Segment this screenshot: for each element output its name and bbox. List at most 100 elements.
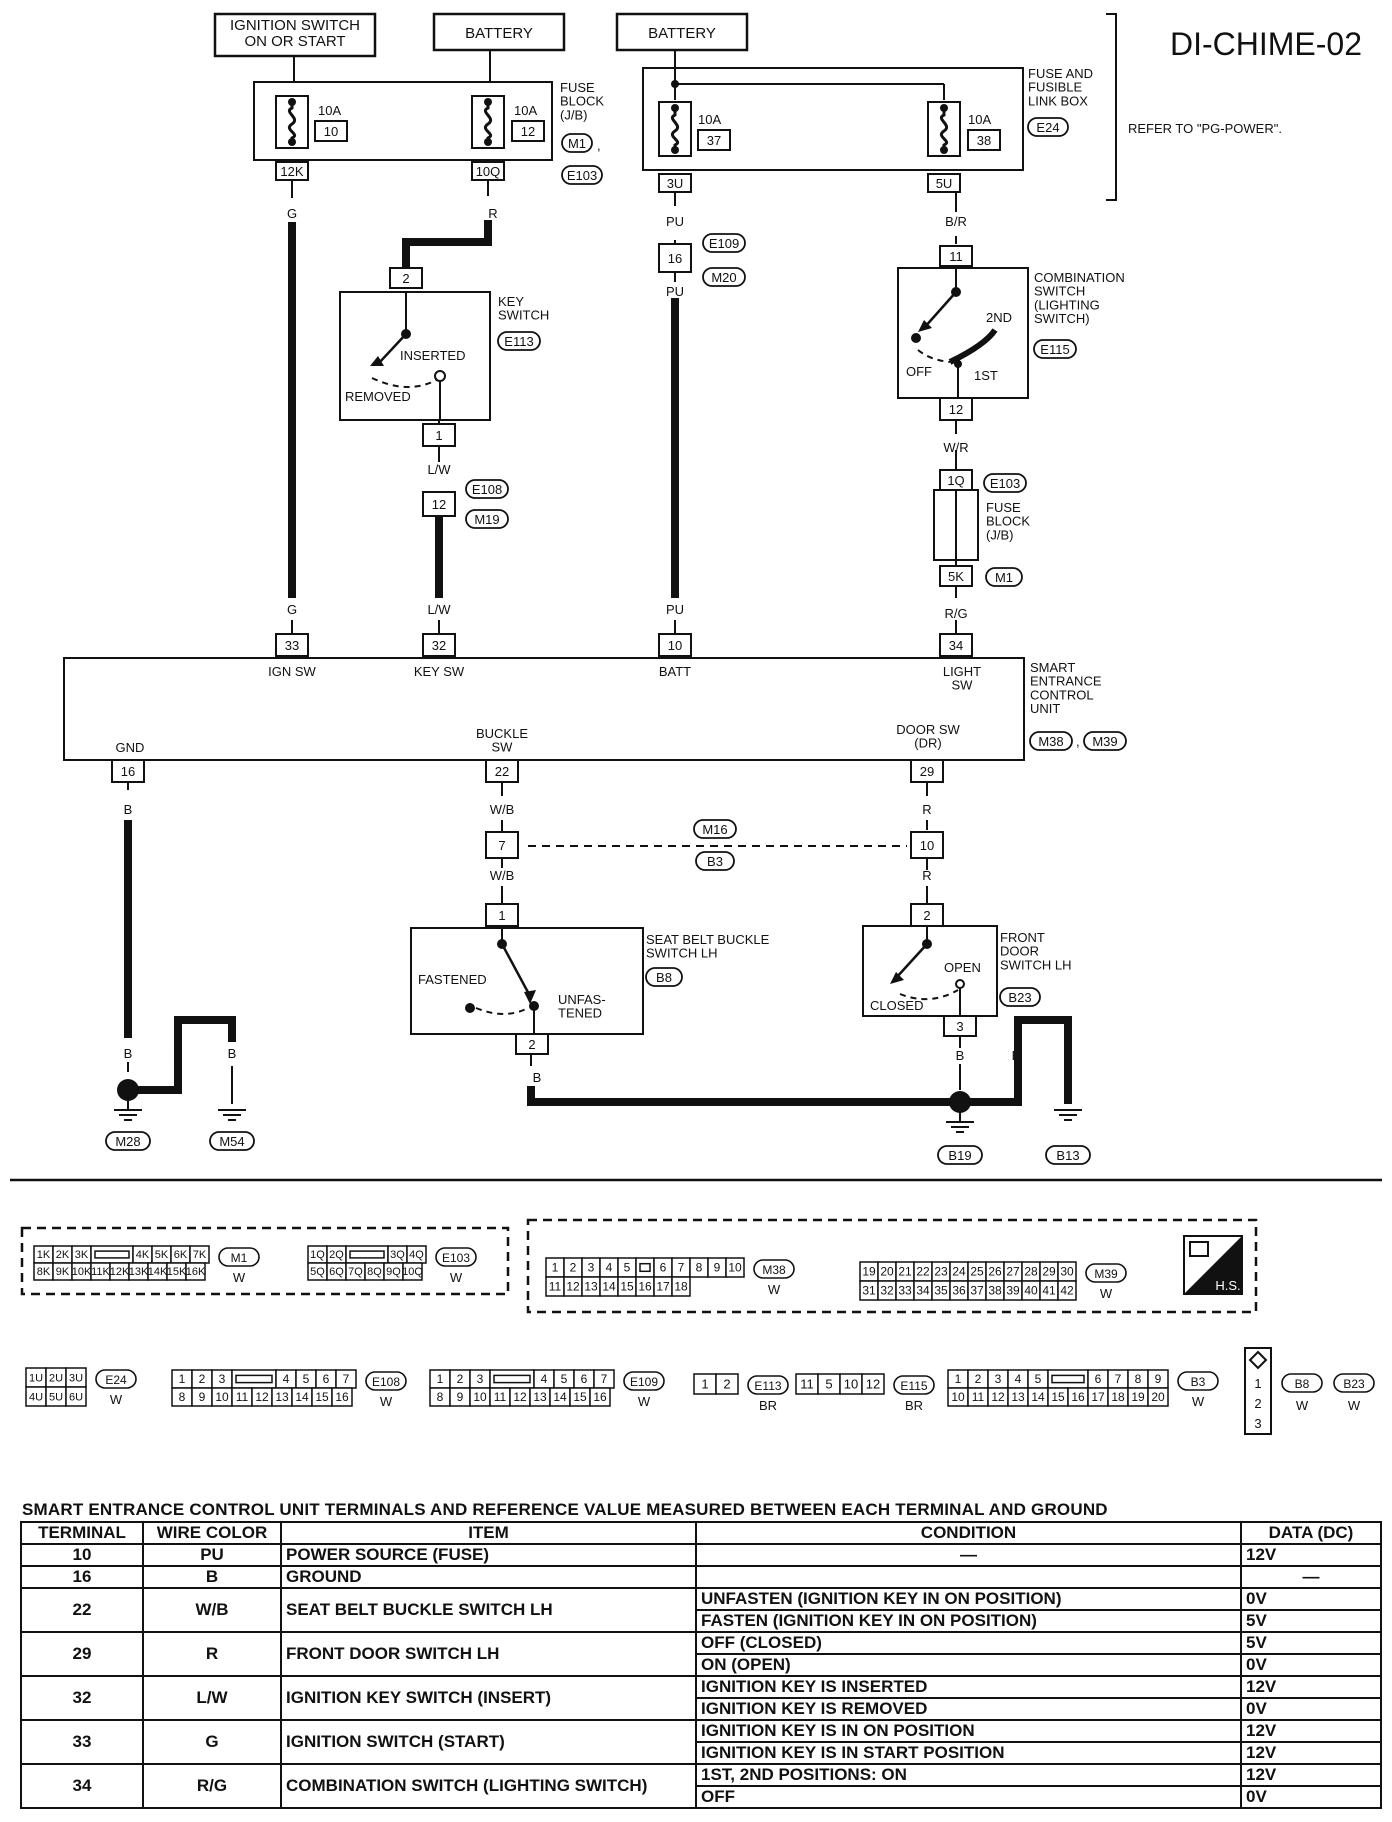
cell-item: COMBINATION SWITCH (LIGHTING SWITCH) <box>280 1763 697 1809</box>
fusible-link-conn: E24 <box>1036 120 1059 135</box>
wire-br: B/R <box>945 214 967 229</box>
pin-m39-29: 29 <box>1042 1265 1056 1279</box>
pin-m1-1K: 1K <box>37 1249 51 1261</box>
wire-labels: G R PU PU B/R L/W L/W W/R R/G G PU B W/B… <box>124 206 1073 1085</box>
fuse-block-conn-e103: E103 <box>567 168 597 183</box>
grounds: M28 M54 B19 B13 <box>105 1079 1091 1165</box>
pin-m38-17: 17 <box>656 1280 670 1294</box>
comb-2nd: 2ND <box>986 310 1012 325</box>
conn-id-m39: M39 <box>1094 1267 1118 1281</box>
wire-r-3: R <box>922 868 931 883</box>
wire-b-door: B <box>956 1048 965 1063</box>
ground-m28: M28 <box>115 1134 140 1149</box>
conn-b3: B3 <box>707 854 723 869</box>
pin-m39-38: 38 <box>988 1284 1002 1298</box>
wire-b-b19: B <box>1012 1048 1021 1063</box>
th-condition: CONDITION <box>695 1521 1242 1545</box>
pin-12-lw: 12 <box>432 497 446 512</box>
conn-id-b8: B8 <box>1295 1377 1310 1391</box>
secu-pin-29: 29 <box>920 764 934 779</box>
pin-b3-16: 16 <box>1071 1390 1085 1404</box>
pin-7: 7 <box>498 838 505 853</box>
cell-condition: ON (OPEN) <box>695 1653 1242 1677</box>
cell-condition: IGNITION KEY IS IN ON POSITION <box>695 1719 1242 1743</box>
pin-e108-11: 11 <box>236 1390 249 1404</box>
pin-e108-7: 7 <box>343 1372 350 1386</box>
cell-item: GROUND <box>280 1565 697 1589</box>
fuse-12-amps: 10A <box>514 103 537 118</box>
conn-color-e108: W <box>380 1394 393 1409</box>
pin-b3-13: 13 <box>1011 1390 1025 1404</box>
secu-door-sw: DOOR SW(DR) <box>896 722 960 751</box>
pin-m39-41: 41 <box>1042 1284 1056 1298</box>
pin-e103-1Q: 1Q <box>310 1249 325 1261</box>
pin-m38-2: 2 <box>570 1261 577 1275</box>
cell-terminal: 10 <box>20 1543 144 1567</box>
pin-e109-16: 16 <box>593 1390 607 1404</box>
pin-e109-8: 8 <box>437 1390 444 1404</box>
cell-item: SEAT BELT BUCKLE SWITCH LH <box>280 1587 697 1633</box>
table-row: ON (OPEN)0V <box>21 1653 1382 1677</box>
key-switch-pin-in: 2 <box>402 271 409 286</box>
pin-e108-4: 4 <box>283 1372 290 1386</box>
seat-pin-in: 1 <box>498 908 505 923</box>
pin-m39-26: 26 <box>988 1265 1002 1279</box>
secu-pin-33: 33 <box>285 638 299 653</box>
pin-e103-5Q: 5Q <box>310 1266 325 1278</box>
cell-wire: G <box>142 1719 282 1765</box>
pin-m39-19: 19 <box>862 1265 876 1279</box>
pin-e108-2: 2 <box>199 1372 206 1386</box>
pin-m38-11: 11 <box>549 1280 562 1294</box>
secu-conn-m38: M38 <box>1038 734 1063 749</box>
pin-e108-14: 14 <box>295 1390 309 1404</box>
pin-m1-2K: 2K <box>56 1249 70 1261</box>
cell-wire: W/B <box>142 1587 282 1633</box>
pin-m38-4: 4 <box>606 1261 613 1275</box>
pin-e103-7Q: 7Q <box>348 1266 363 1278</box>
conn-m19: M19 <box>474 512 499 527</box>
fuse-38-num: 38 <box>977 133 991 148</box>
conn-e103-mid: E103 <box>990 476 1020 491</box>
terminal-10q: 10Q <box>476 164 501 179</box>
pin-e109-10: 10 <box>473 1390 487 1404</box>
wire-wr: W/R <box>943 440 968 455</box>
seat-pin-out: 2 <box>528 1037 535 1052</box>
secu-batt: BATT <box>659 664 691 679</box>
cell-condition: — <box>695 1543 1242 1567</box>
pin-b3-8: 8 <box>1135 1372 1142 1386</box>
wire-lw-bot: L/W <box>427 602 451 617</box>
pin-b3-14: 14 <box>1031 1390 1045 1404</box>
page-id: DI-CHIME-02 <box>1170 26 1362 62</box>
pin-b3-19: 19 <box>1131 1390 1145 1404</box>
pin-m1-4K: 4K <box>136 1249 150 1261</box>
ground-b13: B13 <box>1056 1148 1079 1163</box>
pin-b3-4: 4 <box>1015 1372 1022 1386</box>
pin-e24-5U: 5U <box>49 1392 63 1404</box>
cell-terminal: 16 <box>20 1565 144 1589</box>
pin-e109-12: 12 <box>513 1390 527 1404</box>
pin-b3-17: 17 <box>1091 1390 1105 1404</box>
small-connector-b8-b23 <box>1244 1347 1272 1435</box>
conn-color-b3: W <box>1192 1394 1205 1409</box>
pin-e113-1: 1 <box>701 1376 708 1391</box>
pin-m39-32: 32 <box>880 1284 894 1298</box>
pin-m39-23: 23 <box>934 1265 948 1279</box>
fuse-12-num: 12 <box>521 124 535 139</box>
pin-m38-8: 8 <box>696 1261 703 1275</box>
terminal-table: TERMINAL WIRE COLOR ITEM CONDITION DATA … <box>20 1521 1382 1809</box>
pin-m39-40: 40 <box>1024 1284 1038 1298</box>
cell-wire: R <box>142 1631 282 1677</box>
pin-m1-9K: 9K <box>56 1266 70 1278</box>
pin-m1-14K: 14K <box>148 1266 168 1278</box>
